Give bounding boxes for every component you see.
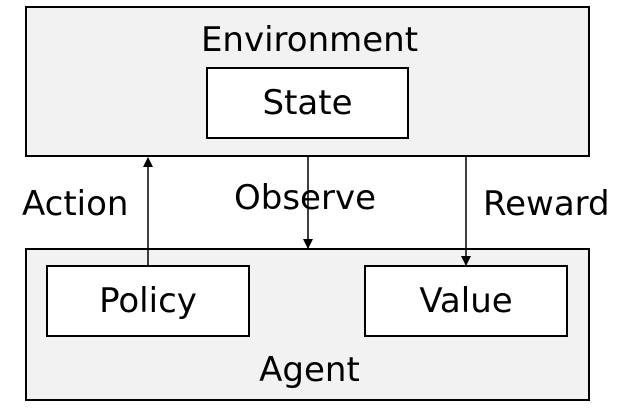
value-box: Value bbox=[364, 265, 568, 337]
agent-title: Agent bbox=[259, 350, 360, 390]
policy-label: Policy bbox=[99, 281, 197, 321]
environment-title: Environment bbox=[200, 20, 419, 60]
state-box: State bbox=[206, 67, 409, 139]
policy-box: Policy bbox=[46, 265, 250, 337]
state-label: State bbox=[262, 83, 353, 123]
observe-label: Observe bbox=[234, 178, 376, 218]
reward-label: Reward bbox=[483, 184, 610, 224]
value-label: Value bbox=[419, 281, 513, 321]
action-label: Action bbox=[22, 184, 129, 224]
